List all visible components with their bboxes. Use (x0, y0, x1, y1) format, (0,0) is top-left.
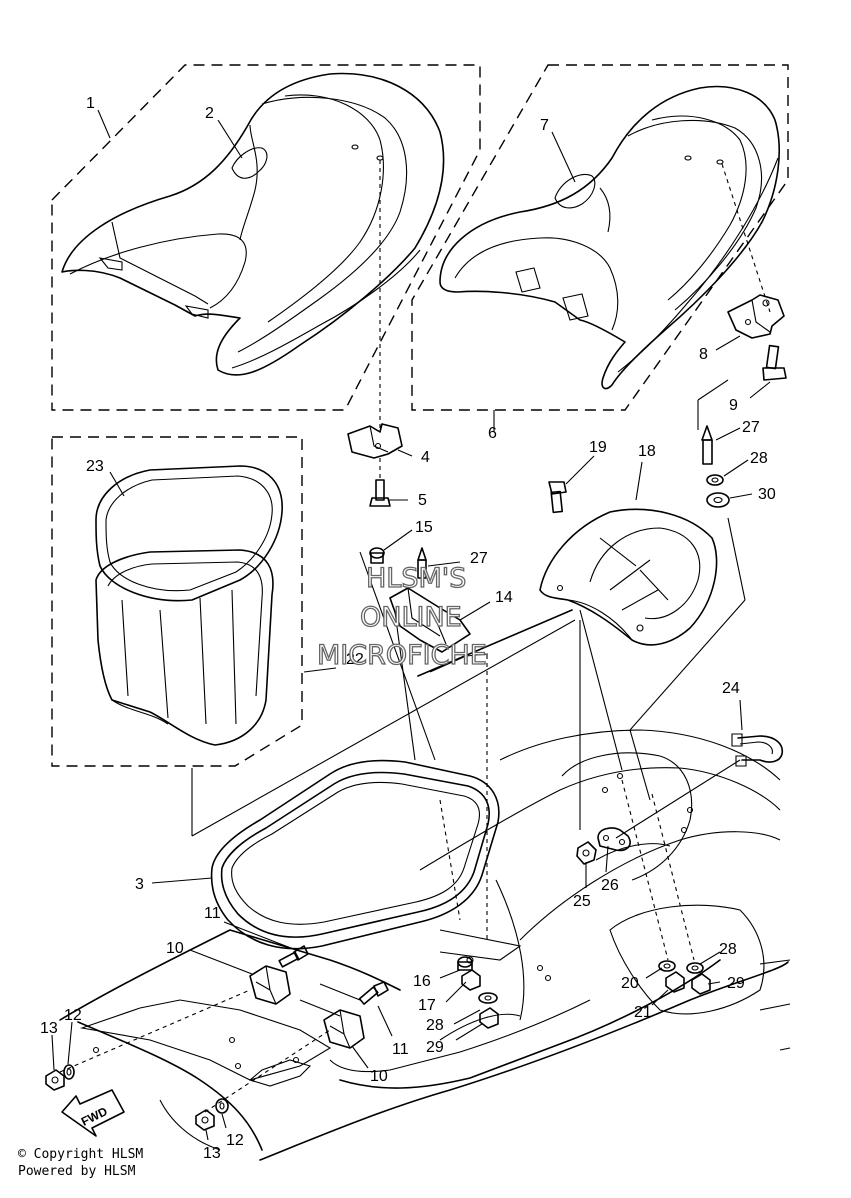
nut-29-center (479, 1007, 499, 1029)
copyright-text: © Copyright HLSM (18, 1147, 144, 1162)
tray-18 (539, 508, 718, 646)
washer-12-left (63, 1064, 75, 1080)
bracket-10-left (249, 965, 291, 1005)
callout-3: 3 (135, 876, 144, 893)
watermark-line-2: ONLINE (360, 602, 462, 633)
fwd-badge-text: FWD (79, 1104, 110, 1129)
seat-6 (439, 85, 780, 390)
callout-12-bottom: 12 (226, 1132, 244, 1149)
washer-28-center (478, 992, 498, 1004)
bracket-14 (389, 587, 471, 653)
callout-11-left: 11 (204, 905, 221, 922)
storage-bin-22 (95, 549, 274, 746)
callout-29-center: 29 (426, 1039, 444, 1056)
callout-6: 6 (488, 425, 497, 442)
callout-7: 7 (540, 117, 549, 134)
callout-1: 1 (86, 95, 95, 112)
callout-12-left: 12 (64, 1007, 82, 1024)
bolt-11-left (278, 945, 309, 968)
nut-13-bottom (195, 1109, 215, 1131)
bracket-4 (347, 423, 403, 459)
callout-20: 20 (621, 975, 639, 992)
callout-9: 9 (729, 397, 738, 414)
washer-20 (658, 960, 676, 972)
callout-28-right: 28 (719, 941, 737, 958)
callout-28-upper: 28 (750, 450, 768, 467)
callout-21: 21 (634, 1004, 652, 1021)
callout-10-right: 10 (370, 1068, 388, 1085)
callout-15: 15 (415, 519, 433, 536)
fwd-arrow-icon: FWD (61, 1089, 125, 1137)
bolt-19 (548, 481, 567, 514)
powered-by-text: Powered by HLSM (18, 1164, 136, 1179)
washer-28-right (686, 962, 704, 974)
callout-5: 5 (418, 492, 427, 509)
callout-14: 14 (495, 589, 513, 606)
callout-labels: 1 2 3 4 5 6 7 8 9 10 10 11 11 12 12 13 1… (40, 95, 776, 1162)
callout-22: 22 (346, 651, 364, 668)
storage-22-group-box (51, 436, 303, 767)
seal-frame-3 (210, 759, 500, 950)
callout-23: 23 (86, 458, 104, 475)
stud-27-center (417, 547, 427, 579)
bracket-8 (727, 294, 785, 339)
seat-1 (61, 72, 445, 376)
seat-6-mount-axis (721, 163, 771, 313)
lid-outline-panel (417, 609, 573, 677)
leader-lines (51, 109, 771, 1141)
washer-30 (706, 492, 730, 508)
callout-13-left: 13 (40, 1020, 58, 1037)
callout-11-right: 11 (392, 1041, 409, 1058)
callout-26: 26 (601, 877, 619, 894)
callout-4: 4 (421, 449, 430, 466)
callout-18: 18 (638, 443, 656, 460)
callout-25: 25 (573, 893, 591, 910)
stud-27-upper (701, 425, 713, 465)
callout-16: 16 (413, 973, 431, 990)
gasket-23 (95, 465, 283, 602)
seat-6-group-box (411, 64, 789, 411)
seat-1-group-box (51, 64, 481, 411)
washer-28-upper (706, 474, 724, 486)
callout-8: 8 (699, 346, 708, 363)
collar-16 (457, 956, 473, 971)
callout-30: 30 (758, 486, 776, 503)
callout-24: 24 (722, 680, 740, 697)
bolt-5 (369, 479, 391, 507)
washer-12-bottom (215, 1098, 229, 1114)
callout-17: 17 (418, 997, 436, 1014)
callout-27-upper: 27 (742, 419, 760, 436)
nut-25 (576, 841, 597, 865)
bolt-9 (762, 344, 787, 381)
callout-10-left: 10 (166, 940, 184, 957)
callout-27-center: 27 (470, 550, 488, 567)
callout-29-right: 29 (727, 975, 745, 992)
cap-15 (369, 547, 385, 564)
callout-19: 19 (589, 439, 607, 456)
nut-13-left (45, 1069, 65, 1091)
nut-21 (665, 971, 685, 993)
watermark-line-3: MICROFICHE (317, 640, 487, 671)
callout-28-center: 28 (426, 1017, 444, 1034)
callout-13-bottom: 13 (203, 1145, 221, 1162)
watermark-line-1: HLSM'S (366, 563, 466, 594)
strap-26 (597, 827, 631, 852)
watermark: HLSM'S ONLINE MICROFICHE (316, 562, 487, 671)
u-bolt-24 (731, 733, 784, 767)
hull-deck (59, 729, 791, 1161)
bolt-11-right (358, 981, 389, 1005)
nut-17 (461, 969, 481, 991)
bracket-10-right (323, 1009, 365, 1049)
nut-29-right (691, 973, 711, 995)
callout-2: 2 (205, 105, 214, 122)
